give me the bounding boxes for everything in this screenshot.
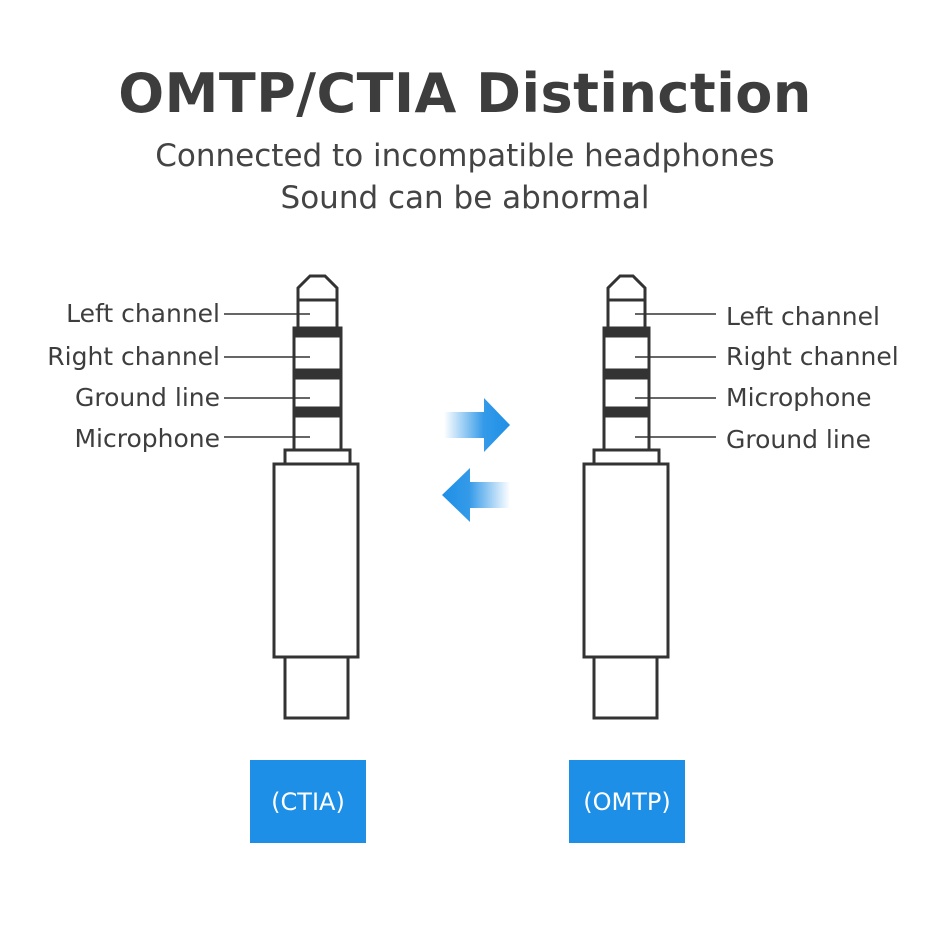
page-title: OMTP/CTIA Distinction — [118, 62, 812, 125]
subtitle-line-1: Connected to incompatible headphones — [155, 138, 775, 174]
omtp-label-right-channel: Right channel — [726, 342, 899, 371]
ctia-label-left-channel: Left channel — [66, 299, 220, 328]
omtp-label-ground-line: Ground line — [726, 425, 872, 454]
omtp-leader-lines — [635, 313, 716, 438]
arrow-right-icon — [444, 398, 510, 452]
omtp-label-microphone: Microphone — [726, 383, 872, 412]
arrow-left-icon — [442, 468, 510, 522]
omtp-badge: (OMTP) — [569, 760, 685, 843]
ctia-label-right-channel: Right channel — [47, 342, 220, 371]
ctia-label-microphone: Microphone — [74, 424, 220, 453]
subtitle-line-2: Sound can be abnormal — [280, 180, 650, 216]
omtp-plug — [582, 274, 670, 720]
ctia-badge: (CTIA) — [250, 760, 366, 843]
omtp-label-left-channel: Left channel — [726, 302, 880, 331]
ctia-label-ground-line: Ground line — [74, 383, 220, 412]
ctia-plug — [272, 274, 360, 720]
ctia-leader-lines — [224, 313, 310, 438]
